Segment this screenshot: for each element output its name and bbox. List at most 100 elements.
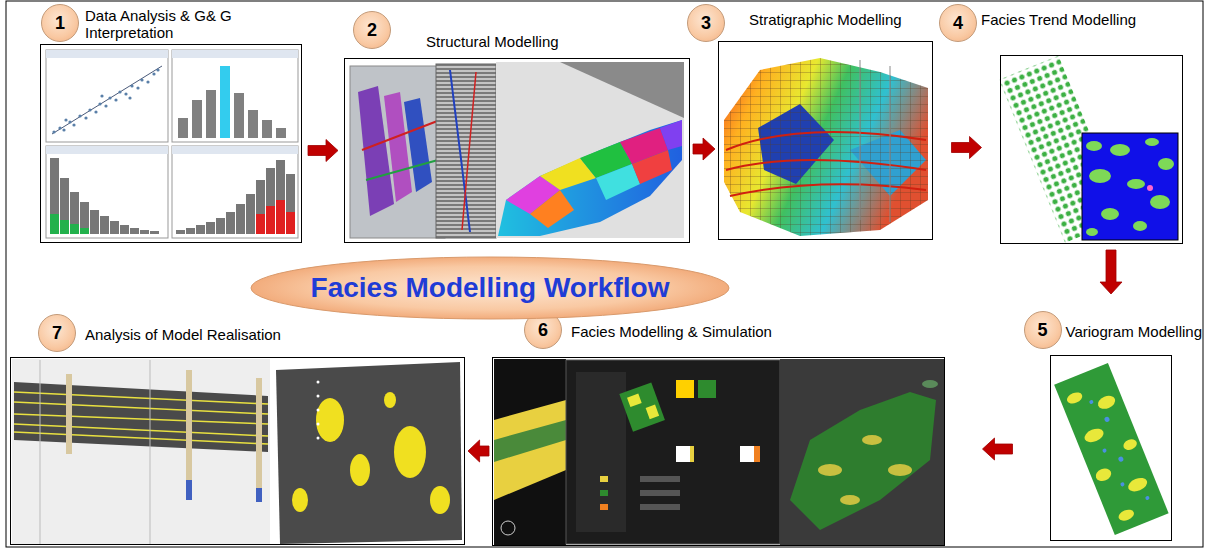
outer-border [6, 1, 1203, 547]
facies-trend-views-part-part [1145, 138, 1159, 146]
step-title: Data Analysis & G& G Interpretation [85, 7, 285, 41]
structural-model-views-part [366, 160, 438, 180]
facies-trend-views-part-part [1110, 144, 1130, 156]
facies-trend-views [999, 56, 1178, 243]
step-number-circle: 2 [353, 11, 391, 49]
variogram-map [1054, 363, 1168, 535]
variogram-map-part [1054, 363, 1168, 535]
facies-simulation-views-part [790, 392, 936, 530]
facies-simulation-views-part [576, 372, 626, 532]
workflow-ellipse: Facies Modelling Workflow [250, 256, 730, 320]
realisation-views-part [317, 381, 320, 440]
variogram-map-part-part-part [1096, 393, 1117, 411]
data-analysis-charts-part-part [94, 110, 97, 113]
structural-model-views-part [450, 70, 470, 232]
data-analysis-charts-part-part [104, 104, 107, 107]
data-analysis-charts-part-part [60, 178, 69, 234]
data-analysis-charts [46, 50, 298, 238]
stratigraphic-grid-part [724, 58, 928, 236]
facies-simulation-views-part [922, 380, 938, 388]
facies-simulation-views-part [676, 380, 694, 398]
facies-simulation-views-part [494, 400, 566, 500]
data-analysis-charts-part-part [64, 118, 67, 121]
variogram-map-part-part-part [1104, 416, 1111, 423]
facies-simulation-views-part-part [646, 405, 660, 420]
facies-simulation-views-part [818, 435, 912, 505]
data-analysis-charts-part-part [248, 110, 258, 138]
stratigraphic-grid-part [860, 60, 861, 220]
realisation-views-part-part [430, 486, 450, 514]
realisation-views-part-part [317, 437, 320, 440]
realisation-views-part [40, 360, 41, 544]
realisation-views-part-part [14, 414, 268, 424]
data-analysis-charts-part-part [256, 180, 265, 234]
facies-trend-views-part-part [1089, 169, 1111, 183]
facies-simulation-views-part [698, 380, 716, 398]
data-analysis-charts-part-part [128, 96, 131, 99]
realisation-views-part [14, 392, 268, 444]
facies-trend-views-part [1086, 138, 1174, 236]
structural-model-views-part [462, 72, 476, 230]
data-analysis-charts-part-part [60, 220, 69, 234]
data-analysis-charts-part-part [78, 114, 81, 117]
data-analysis-charts-part-part [130, 228, 139, 234]
realisation-views-part [150, 360, 151, 544]
variogram-map-part-part-part [1102, 448, 1107, 453]
data-analysis-charts-part-part [70, 192, 79, 234]
data-analysis-charts-part-part [70, 224, 79, 234]
data-analysis-charts-part-part [80, 202, 89, 234]
data-analysis-charts-part-part [186, 228, 195, 234]
realisation-views-part [12, 359, 270, 545]
block-arrow [1100, 250, 1122, 294]
structural-model-views [350, 62, 684, 238]
step-number: 5 [1038, 321, 1048, 339]
block-arrow [983, 438, 1013, 460]
data-analysis-charts-part-part [136, 86, 139, 89]
block-arrow [308, 140, 338, 162]
facies-simulation-views-part [780, 359, 944, 545]
data-analysis-charts-part-part [88, 108, 91, 111]
data-analysis-charts-part-part [192, 100, 202, 138]
facies-simulation-views-part-part [627, 394, 642, 408]
step-panel: Analysis of Model Realisation [10, 357, 465, 545]
facies-simulation-views-part-part [619, 382, 665, 431]
data-analysis-charts-part-part [286, 212, 295, 234]
variogram-map-part-part-part [1118, 456, 1125, 463]
data-analysis-charts-part-part [98, 102, 101, 105]
structural-model-views-part [350, 66, 445, 238]
step-title: Analysis of Model Realisation [85, 326, 281, 343]
facies-simulation-views-part-part [840, 495, 860, 505]
data-analysis-charts-part-part [68, 120, 71, 123]
data-analysis-charts-part-part [114, 98, 117, 101]
data-analysis-charts-part-part [206, 90, 216, 138]
facies-trend-views-part-part [1086, 228, 1098, 236]
step-title: Structural Modelling [426, 33, 559, 50]
data-analysis-charts-part-part [140, 78, 143, 81]
facies-simulation-views-part [754, 446, 760, 462]
data-analysis-charts-part-part [118, 90, 121, 93]
facies-simulation-views-part [501, 521, 515, 535]
realisation-views-part [292, 392, 450, 514]
facies-simulation-views-part-part [862, 435, 882, 445]
data-analysis-charts-part-part [80, 228, 89, 234]
facies-simulation-views-part [690, 446, 694, 462]
variogram-map-part-part-part [1145, 495, 1150, 500]
stratigraphic-grid [724, 58, 928, 236]
data-analysis-charts-part [256, 200, 295, 234]
facies-simulation-views-part-part [888, 464, 912, 476]
facies-simulation-views-part [600, 476, 608, 482]
step-panel: Stratigraphic Modelling [718, 41, 933, 240]
step-panel: Variogram Modelling [1050, 355, 1172, 541]
data-analysis-charts-part [172, 146, 298, 238]
facies-simulation-views-part [740, 446, 754, 462]
realisation-views [12, 359, 462, 545]
facies-simulation-views-part [619, 382, 665, 431]
step-number: 1 [55, 14, 65, 32]
data-analysis-charts-part [178, 90, 286, 138]
data-analysis-charts-part-part [100, 94, 103, 97]
data-analysis-charts-part-part [152, 72, 155, 75]
data-analysis-charts-part-part [226, 212, 235, 234]
structural-model-views-part [596, 164, 640, 200]
facies-trend-views-part-part [1086, 141, 1102, 151]
